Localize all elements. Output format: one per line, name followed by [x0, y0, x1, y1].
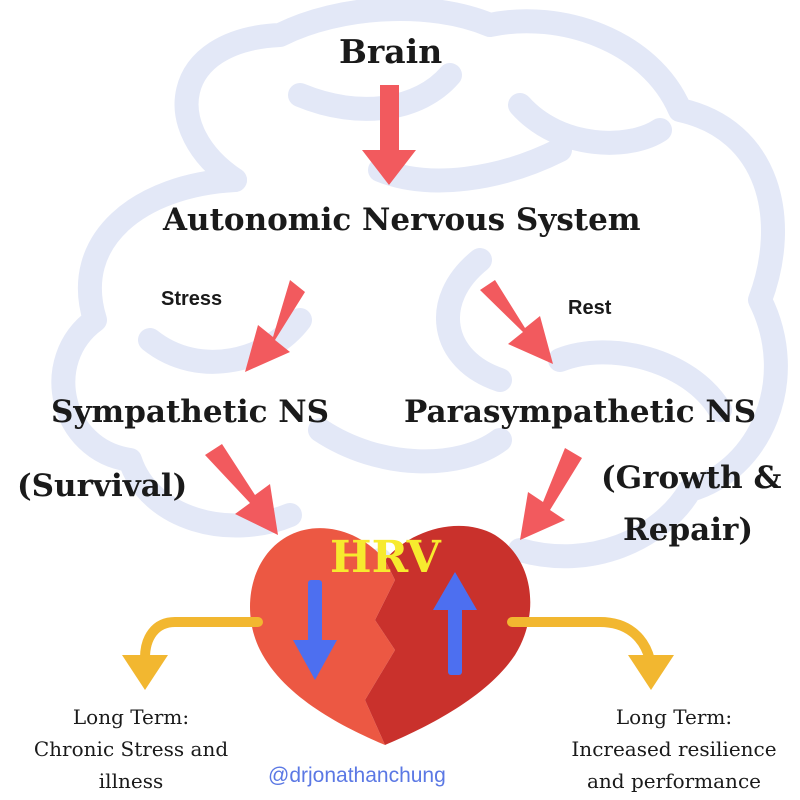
arrow-sympathetic-to-hrv-icon [205, 444, 278, 535]
arrow-down-icon [362, 85, 416, 185]
outcome-right-arrow-icon [628, 655, 674, 690]
outcome-right-line3: and performance [587, 769, 761, 793]
ans-label: Autonomic Nervous System [163, 202, 641, 238]
parasympathetic-role-line1: (Growth & [601, 460, 782, 496]
author-handle: @drjonathanchung [268, 764, 446, 787]
sympathetic-role: (Survival) [17, 468, 188, 504]
outcome-left-line1: Long Term: [72, 705, 190, 729]
parasympathetic-label: Parasympathetic NS [404, 394, 757, 430]
sympathetic-label: Sympathetic NS [51, 394, 330, 430]
hrv-up-arrow-icon [433, 572, 477, 610]
outcome-left-arrow-icon [122, 655, 168, 690]
outcome-right-line2: Increased resilience [571, 737, 777, 761]
rest-label: Rest [568, 297, 612, 319]
outcome-left-line3: illness [98, 769, 164, 793]
hrv-down-arrow-icon [293, 640, 337, 680]
hrv-label: HRV [330, 532, 441, 583]
arrow-rest-icon [480, 280, 553, 364]
arrow-stress-icon [245, 280, 305, 372]
outcome-left-line2: Chronic Stress and [33, 737, 229, 761]
stress-label: Stress [161, 288, 223, 310]
outcome-right-line1: Long Term: [615, 705, 733, 729]
parasympathetic-role-line2: Repair) [623, 512, 754, 548]
arrow-parasympathetic-to-hrv-icon [520, 448, 582, 540]
brain-label: Brain [339, 32, 443, 71]
